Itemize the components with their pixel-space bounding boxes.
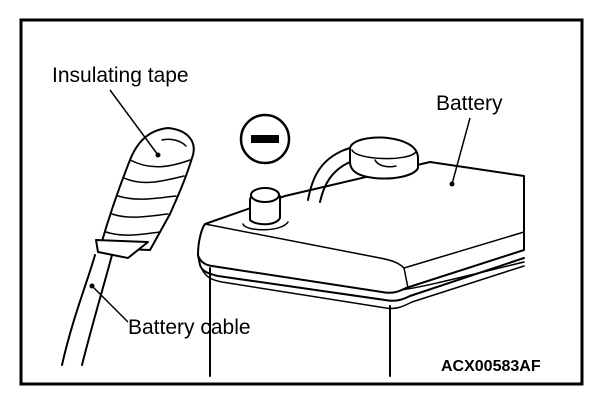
battery-lid-rim-lower xyxy=(199,264,525,310)
figure-border xyxy=(19,18,584,386)
positive-cover-ridge xyxy=(351,149,417,160)
battery-leader xyxy=(451,117,471,185)
negative-terminal-top xyxy=(250,187,280,203)
leader-lines xyxy=(91,89,471,323)
tape-band-1 xyxy=(129,159,191,168)
tape-band-3 xyxy=(117,195,177,200)
tape-band-4 xyxy=(111,213,169,218)
negative-symbol-bar xyxy=(251,135,279,143)
battery-cable-left-edge xyxy=(61,254,96,366)
negative-terminal-base xyxy=(242,221,289,231)
label-battery: Battery xyxy=(436,92,503,115)
battery-cable-leader-dot xyxy=(89,283,95,289)
insulating-tape-wrap xyxy=(99,127,195,251)
battery-cable-illustration xyxy=(61,127,195,366)
battery-body-edge xyxy=(399,261,525,291)
battery-lid-top xyxy=(197,161,525,294)
positive-cable-inner xyxy=(319,161,351,203)
figure-code: ACX00583AF xyxy=(441,358,541,375)
positive-cover-detail xyxy=(374,159,397,168)
battery-cable-right-edge xyxy=(81,254,113,366)
tape-flap xyxy=(95,239,149,259)
battery-body-sides xyxy=(209,267,391,377)
insulating-tape-leader-dot xyxy=(155,152,161,158)
label-insulating-tape: Insulating tape xyxy=(52,64,189,87)
positive-cable-outer xyxy=(307,145,357,201)
battery-leader-dot xyxy=(449,181,455,187)
insulating-tape-leader xyxy=(109,89,159,156)
label-battery-cable: Battery cable xyxy=(128,316,251,339)
battery-lid-edge xyxy=(403,231,525,269)
battery-cable-leader xyxy=(91,285,129,323)
tape-band-2 xyxy=(123,175,185,184)
battery-illustration xyxy=(197,136,525,377)
tape-tip-detail xyxy=(161,138,187,147)
tape-band-5 xyxy=(105,231,161,236)
